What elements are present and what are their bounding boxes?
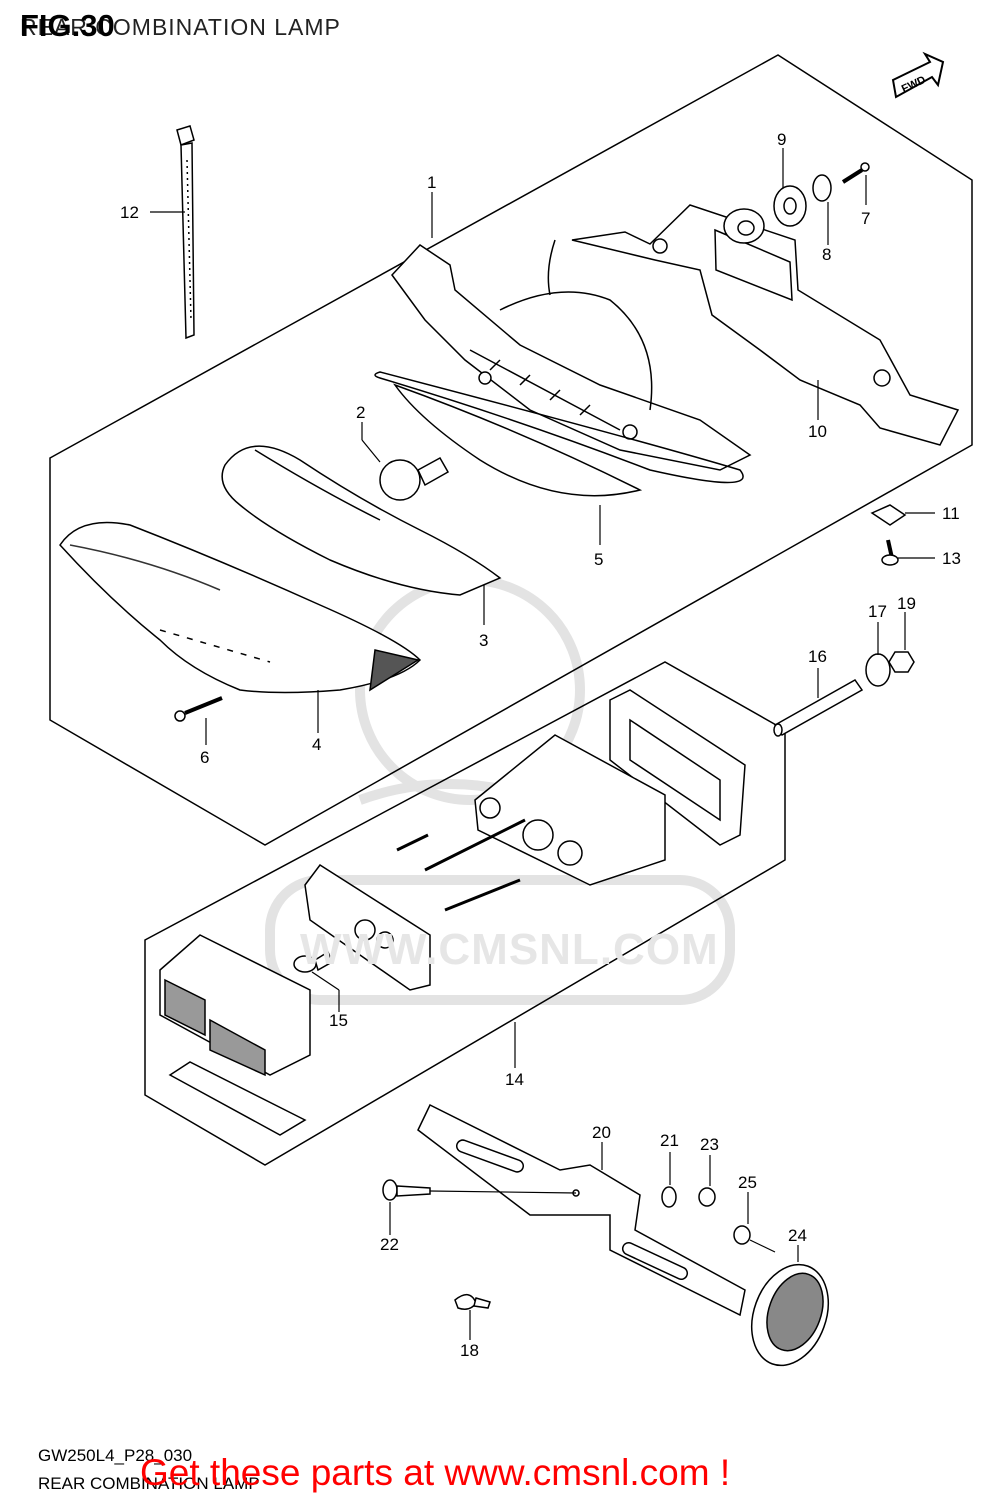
watermark-text: WWW.CMSNL.COM <box>300 925 719 974</box>
washer-21-part <box>661 1186 677 1208</box>
callout-14: 14 <box>505 1070 524 1089</box>
callout-13: 13 <box>942 549 961 568</box>
gasket-part <box>374 371 744 497</box>
callout-3: 3 <box>479 631 488 650</box>
clip-18-part <box>454 1294 491 1310</box>
callout-labels: 1 2 3 4 5 6 7 8 9 10 11 12 13 14 15 16 1… <box>120 130 961 1360</box>
mounting-bracket-part <box>417 1103 746 1317</box>
lamp-body-part <box>391 239 752 471</box>
callout-17: 17 <box>868 602 887 621</box>
license-lamp-part <box>159 689 746 1136</box>
callout-19: 19 <box>897 594 916 613</box>
callout-6: 6 <box>200 748 209 767</box>
callout-7: 7 <box>861 209 870 228</box>
nut-19-part <box>888 651 915 673</box>
grommet-9-part <box>773 185 807 227</box>
callout-11: 11 <box>942 504 960 523</box>
upper-group-frame <box>49 54 973 846</box>
callout-20: 20 <box>592 1123 611 1142</box>
round-reflector-part <box>751 1263 829 1367</box>
callout-24: 24 <box>788 1226 807 1245</box>
callout-12: 12 <box>120 203 139 222</box>
callout-18: 18 <box>460 1341 479 1360</box>
screw-13-part <box>881 539 899 566</box>
callout-4: 4 <box>312 735 321 754</box>
nut-23-part <box>698 1187 716 1207</box>
callout-16: 16 <box>808 647 827 666</box>
nut-25-part <box>733 1225 751 1245</box>
reflector-strip-part <box>221 445 502 596</box>
bulb-part <box>379 456 450 501</box>
lens-part <box>59 521 422 694</box>
callout-9: 9 <box>777 130 786 149</box>
cable-tie-part <box>176 125 195 340</box>
callout-2: 2 <box>356 403 365 422</box>
callout-22: 22 <box>380 1235 399 1254</box>
screw-7-part <box>841 162 870 184</box>
promo-link[interactable]: Get these parts at www.cmsnl.com ! <box>140 1452 731 1493</box>
spacer-tube-part <box>773 679 864 737</box>
fwd-arrow-icon: FWD <box>891 51 945 99</box>
callout-8: 8 <box>822 245 831 264</box>
drawing-code: GW250L4_P28_030 <box>38 1446 193 1465</box>
callout-15: 15 <box>329 1011 348 1030</box>
callout-25: 25 <box>738 1173 757 1192</box>
callout-1: 1 <box>427 173 436 192</box>
bulb-15-part <box>293 950 333 973</box>
washer-17-part <box>865 653 891 687</box>
callout-5: 5 <box>594 550 603 569</box>
callout-21: 21 <box>660 1131 679 1150</box>
callout-10: 10 <box>808 422 827 441</box>
page-title: REAR COMBINATION LAMP <box>20 14 341 40</box>
figure-number: FIG.30 <box>20 8 115 43</box>
clip-nut-part <box>870 504 907 526</box>
leader-lines <box>150 148 935 1340</box>
lamp-bracket-part <box>571 204 960 446</box>
bolt-22-part <box>382 1179 431 1201</box>
screw-6-part <box>174 696 223 722</box>
lower-group-frame <box>144 661 786 1166</box>
washer-8-part <box>812 174 832 202</box>
footer-caption: REAR COMBINATION LAMP <box>38 1474 260 1493</box>
callout-23: 23 <box>700 1135 719 1154</box>
